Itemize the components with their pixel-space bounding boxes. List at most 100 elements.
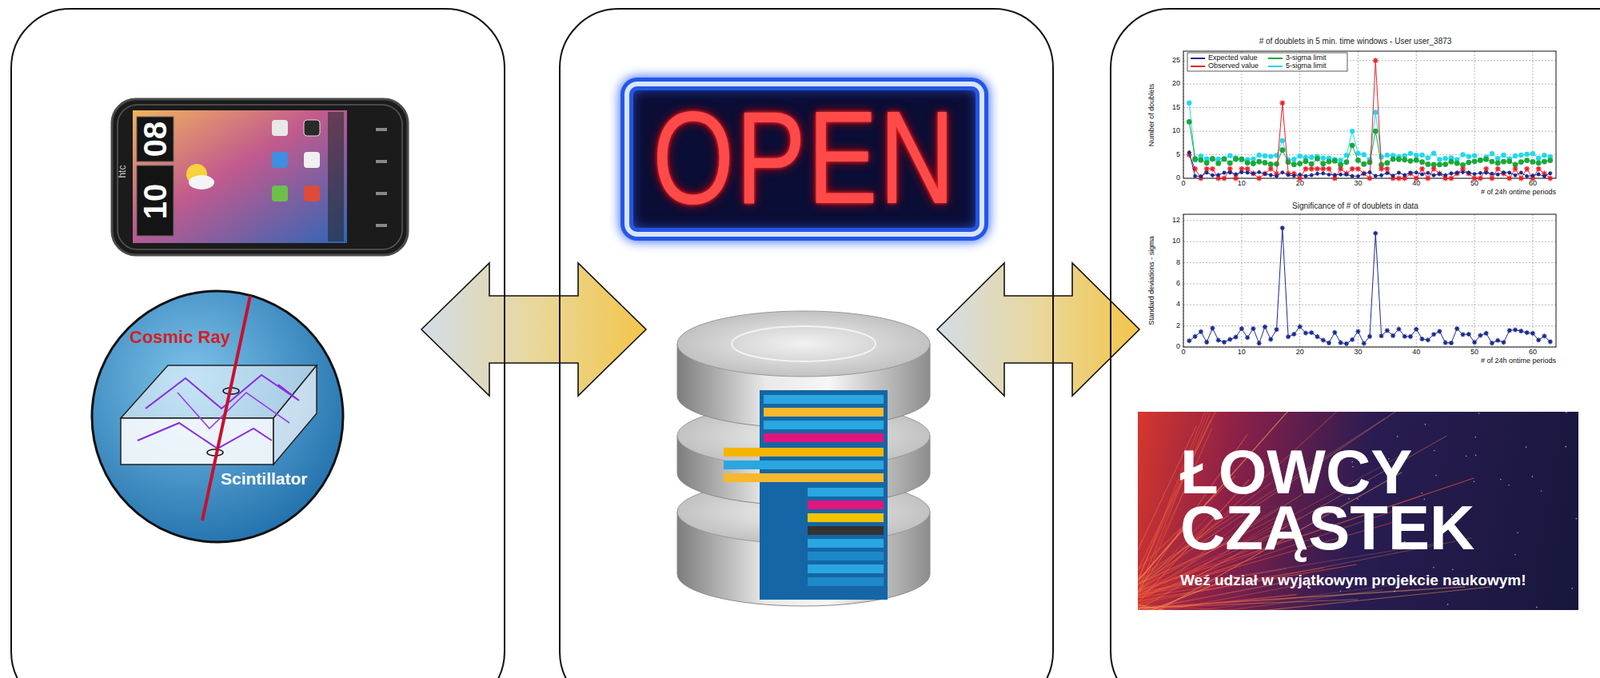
scintillator-front bbox=[120, 418, 274, 465]
circle-marker bbox=[1489, 159, 1496, 165]
star-marker bbox=[1268, 172, 1273, 177]
grid-line bbox=[1532, 214, 1533, 348]
disc-shine bbox=[731, 326, 876, 362]
star-dot bbox=[1540, 490, 1543, 492]
circle-marker bbox=[1250, 160, 1257, 167]
star-marker bbox=[1484, 331, 1489, 336]
screen-text: htc bbox=[117, 164, 128, 178]
circle-marker bbox=[1506, 158, 1513, 164]
soft-key bbox=[375, 223, 388, 228]
circle-marker bbox=[1343, 159, 1349, 165]
legend-box bbox=[1187, 52, 1348, 72]
star-marker bbox=[1512, 327, 1518, 333]
circle-marker bbox=[1454, 160, 1461, 167]
star-marker bbox=[1378, 166, 1385, 172]
star-marker bbox=[1408, 334, 1413, 340]
circle-marker bbox=[1384, 152, 1390, 158]
star-dot bbox=[1475, 454, 1477, 457]
circle-marker bbox=[1541, 159, 1548, 165]
star-marker bbox=[1518, 175, 1525, 182]
data-cutout bbox=[759, 390, 888, 600]
star-marker bbox=[1384, 166, 1390, 172]
circle-marker bbox=[1262, 159, 1269, 166]
star-marker bbox=[1297, 324, 1303, 330]
grid-line bbox=[1183, 325, 1557, 327]
star-marker bbox=[1443, 173, 1448, 178]
star-marker bbox=[1507, 327, 1513, 333]
tick-label: 0 bbox=[1181, 179, 1186, 188]
circle-marker bbox=[1477, 157, 1483, 163]
star-marker bbox=[1431, 331, 1437, 337]
node-label: Cosmic Ray bbox=[129, 327, 231, 348]
circle-marker bbox=[1500, 152, 1506, 158]
circle-marker bbox=[1413, 152, 1419, 158]
circle-marker bbox=[1186, 100, 1192, 106]
star-dot bbox=[1473, 481, 1476, 483]
legend-text: 3-sigma limit bbox=[1285, 53, 1327, 62]
star-marker bbox=[1309, 173, 1314, 178]
circle-marker bbox=[1448, 159, 1455, 165]
circle-marker bbox=[1337, 157, 1343, 163]
star-marker bbox=[1425, 337, 1431, 343]
legend-swatch bbox=[1268, 65, 1283, 68]
data-line bbox=[1189, 103, 1550, 161]
star-marker bbox=[1261, 171, 1268, 177]
star-marker bbox=[1478, 171, 1483, 176]
plot-area bbox=[1183, 51, 1557, 179]
star-marker bbox=[1484, 171, 1489, 176]
plot-area bbox=[1183, 214, 1557, 348]
app-icon bbox=[271, 185, 288, 202]
clock-tile bbox=[136, 116, 174, 162]
data-line bbox=[1189, 60, 1550, 179]
tick-label: 2 bbox=[1176, 322, 1181, 331]
star-marker bbox=[1414, 170, 1419, 175]
circle-marker bbox=[1256, 152, 1261, 158]
star-marker bbox=[1408, 170, 1413, 175]
star-marker bbox=[1227, 337, 1233, 343]
chart-title: Significance of # of doublets in data bbox=[1139, 201, 1572, 211]
circle-marker bbox=[1413, 157, 1420, 164]
soft-key bbox=[375, 191, 388, 196]
circle-marker bbox=[1477, 157, 1484, 164]
circle-marker bbox=[1197, 157, 1204, 164]
legend-text: Expected value bbox=[1208, 53, 1258, 62]
data-line bbox=[1189, 152, 1550, 177]
star-marker bbox=[1292, 173, 1297, 178]
circle-marker bbox=[1320, 155, 1326, 161]
star-marker bbox=[1530, 331, 1536, 336]
circle-marker bbox=[1244, 159, 1251, 166]
star-dot bbox=[1478, 412, 1481, 415]
star-dot bbox=[1508, 484, 1510, 487]
tick-label: 20 bbox=[1172, 79, 1181, 88]
star-marker bbox=[1472, 171, 1477, 176]
circle-marker bbox=[1442, 161, 1449, 168]
data-series bbox=[1186, 225, 1553, 347]
star-dot bbox=[1571, 587, 1573, 590]
circle-marker bbox=[1232, 156, 1239, 163]
star-marker bbox=[1308, 330, 1314, 336]
project-banner: ŁOWCY CZĄSTEKWeź udział w wyjątkowym pro… bbox=[1137, 411, 1579, 611]
tick-label: 10 bbox=[1172, 237, 1181, 246]
circle-marker bbox=[1326, 159, 1333, 165]
phone-body bbox=[111, 99, 408, 256]
tick-label: 20 bbox=[1296, 348, 1305, 357]
star-marker bbox=[1297, 172, 1302, 177]
grid-line bbox=[1474, 214, 1476, 348]
grid-line bbox=[1183, 83, 1557, 85]
star-marker bbox=[1448, 340, 1454, 346]
star-marker bbox=[1268, 337, 1273, 343]
star-marker bbox=[1384, 327, 1390, 333]
star-marker bbox=[1302, 166, 1309, 172]
data-series bbox=[1186, 57, 1553, 181]
soft-key bbox=[375, 159, 388, 164]
star-marker bbox=[1338, 340, 1344, 346]
legend-text: 5-sigma limit bbox=[1285, 61, 1327, 70]
circle-marker bbox=[1280, 138, 1285, 144]
tick-label: 10 bbox=[1237, 179, 1246, 188]
star-marker bbox=[1420, 336, 1425, 342]
grid-line bbox=[1183, 107, 1557, 108]
circle-marker bbox=[1408, 151, 1413, 156]
tick-label: 10 bbox=[1237, 348, 1246, 357]
star-marker bbox=[1424, 175, 1431, 182]
detector-circle bbox=[91, 291, 344, 543]
